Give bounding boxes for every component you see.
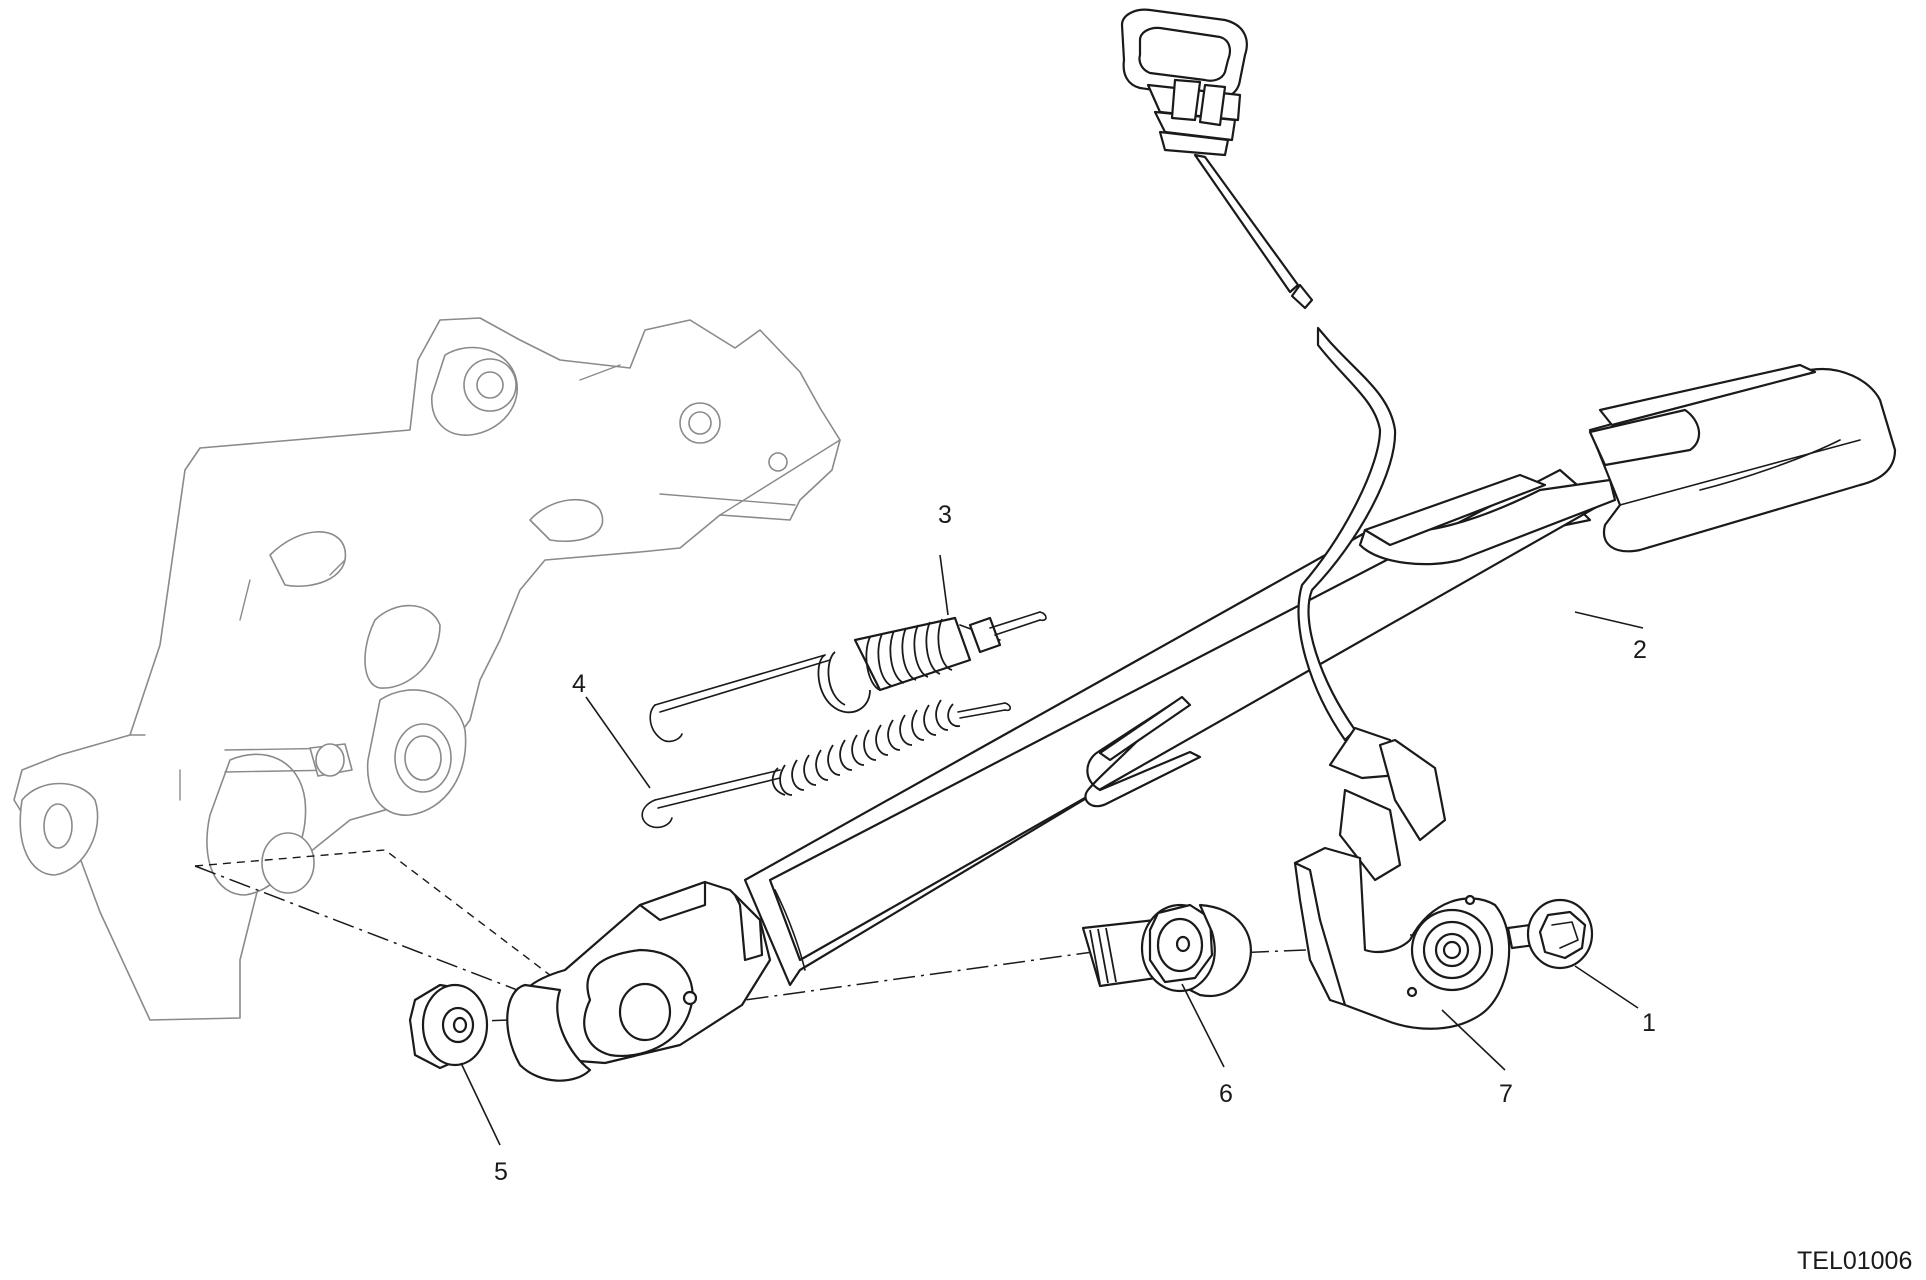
callout-1: 1 bbox=[1642, 1009, 1656, 1037]
spring-coils-upper bbox=[865, 618, 953, 691]
part-4-spring bbox=[641, 699, 1012, 829]
callout-6: 6 bbox=[1219, 1080, 1233, 1108]
part-3-spring bbox=[649, 611, 1047, 743]
callout-5: 5 bbox=[494, 1158, 508, 1186]
part-5-nut bbox=[408, 983, 489, 1070]
part-7-sensor bbox=[1120, 8, 1511, 1030]
callout-4: 4 bbox=[572, 670, 586, 698]
part-2-side-stand bbox=[506, 363, 1897, 1082]
spring-coils-lower bbox=[779, 699, 961, 796]
frame-bracket bbox=[13, 317, 841, 1021]
callout-labels: 1 2 3 4 5 6 7 bbox=[494, 501, 1656, 1186]
part-6-pivot-pin bbox=[1081, 903, 1252, 998]
drawing-code: TEL01006 bbox=[1797, 1247, 1912, 1275]
part-1-bolt bbox=[1506, 898, 1594, 970]
callout-2: 2 bbox=[1633, 636, 1647, 664]
callout-3: 3 bbox=[938, 501, 952, 529]
callout-7: 7 bbox=[1499, 1080, 1513, 1108]
callout-leaders bbox=[460, 554, 1644, 1146]
